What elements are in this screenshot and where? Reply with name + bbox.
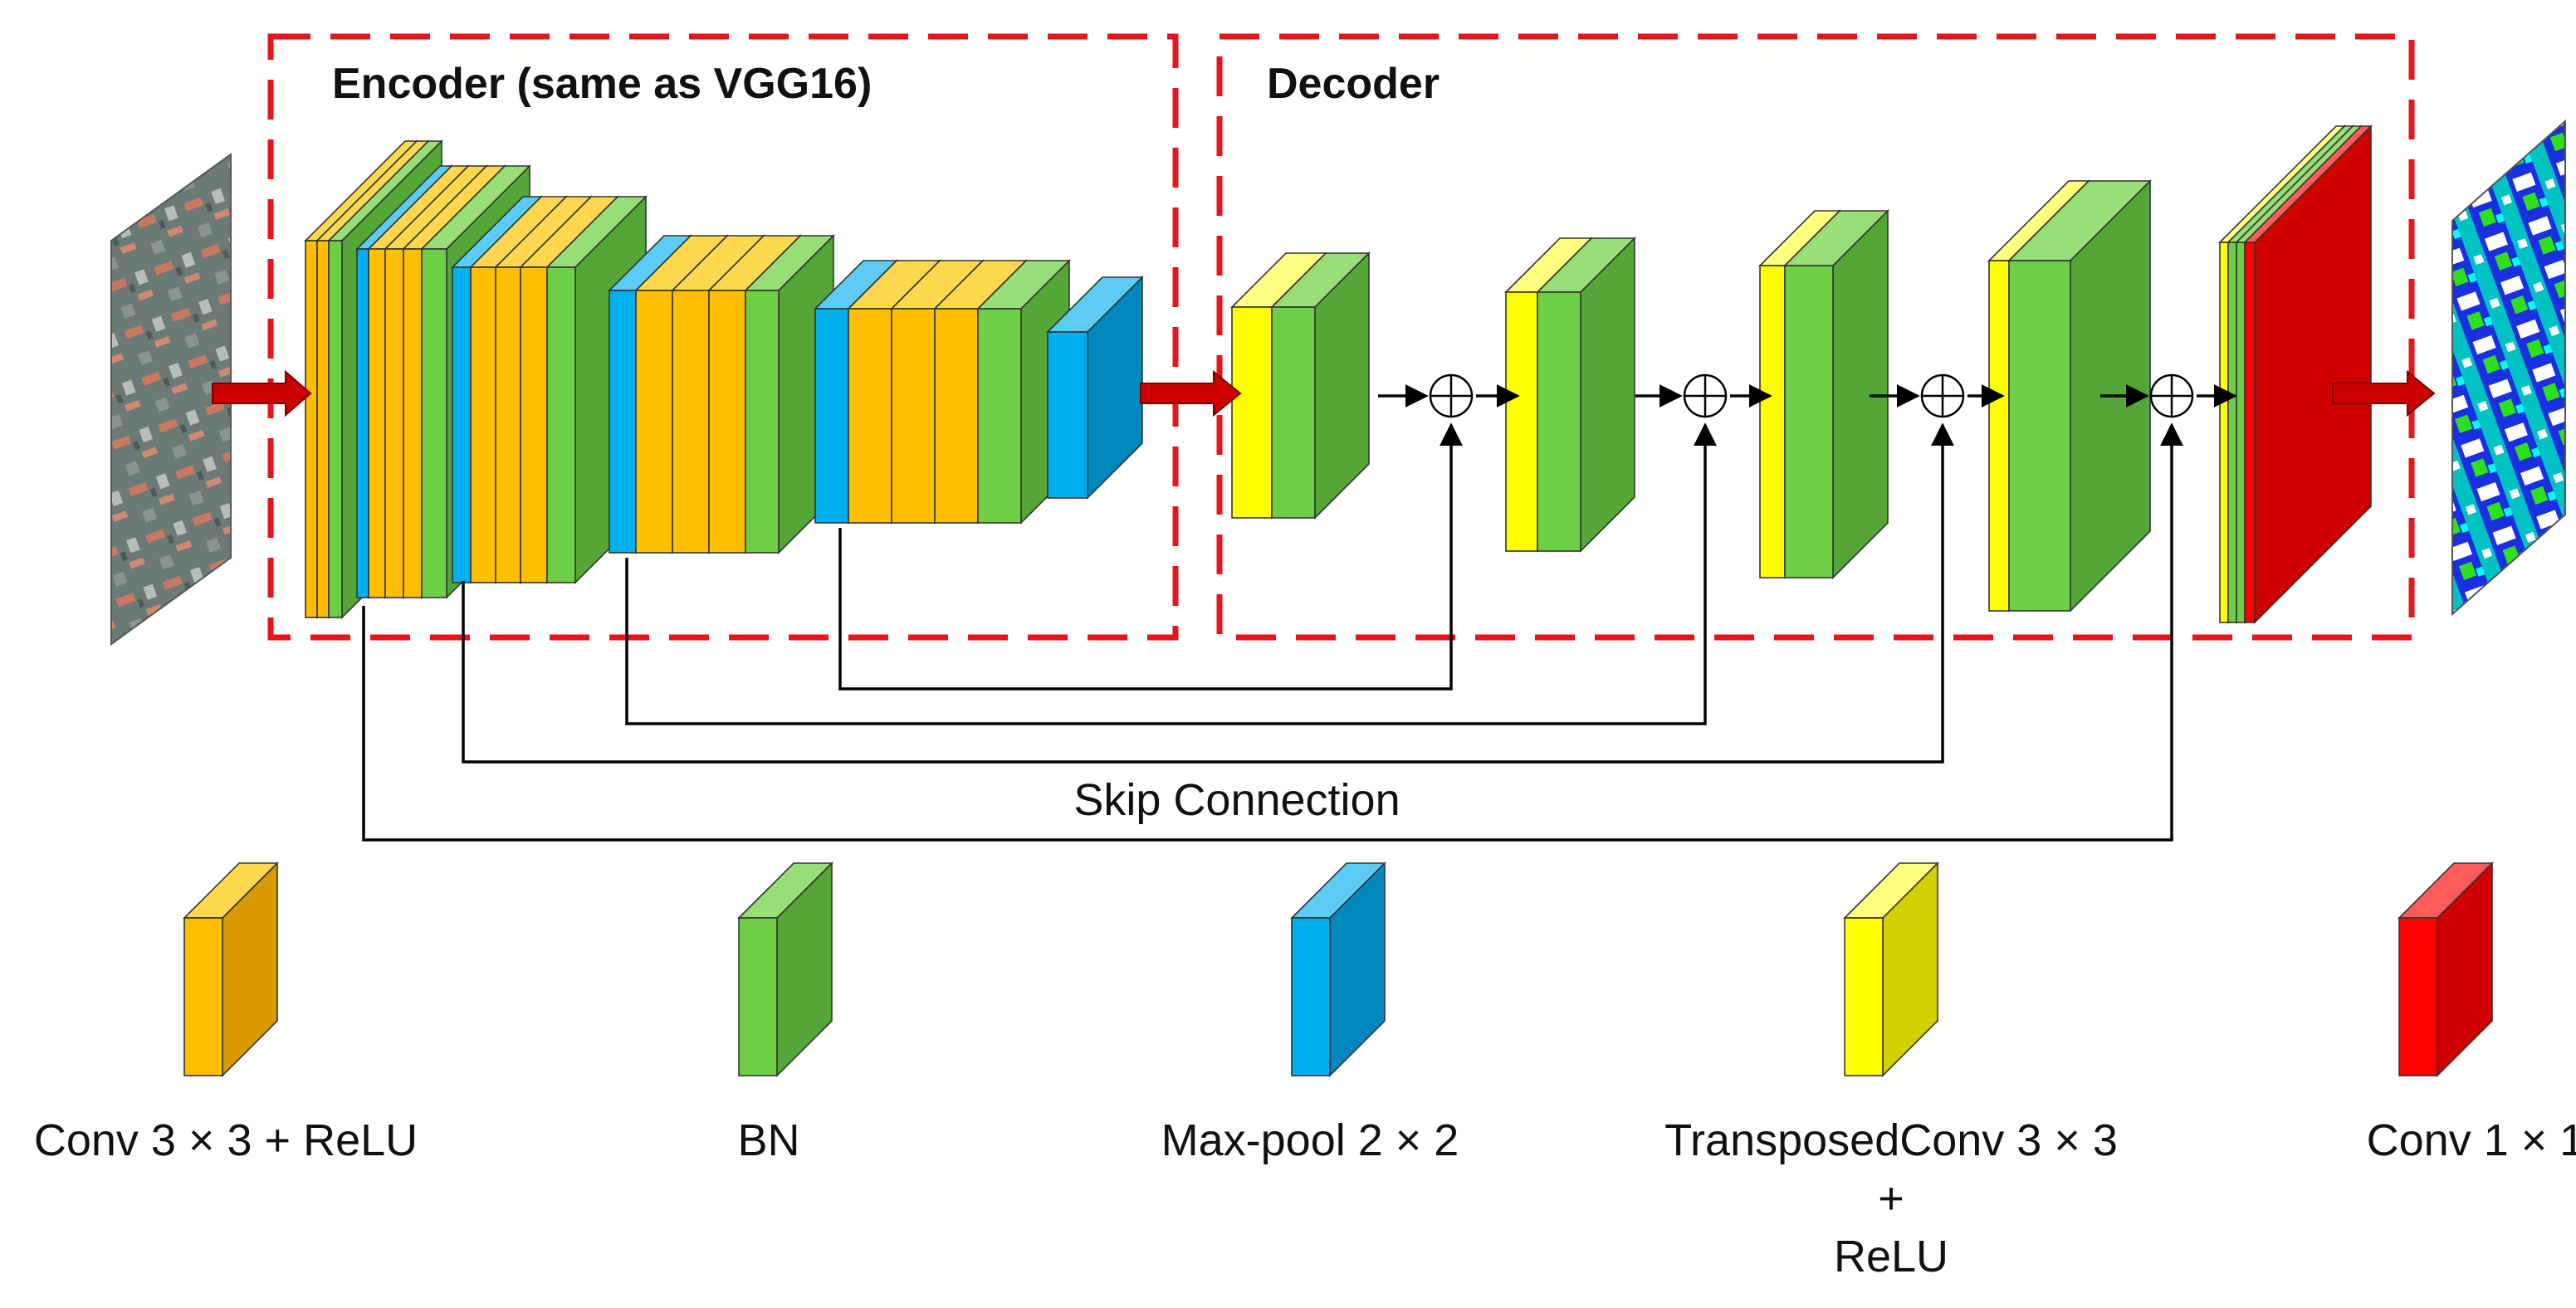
input-arrow bbox=[212, 369, 312, 417]
legend-item-bn: BN bbox=[737, 861, 833, 1165]
layer-blocks bbox=[304, 124, 2373, 624]
sum-nodes bbox=[1429, 373, 2194, 418]
segmentation-map-icon bbox=[2451, 119, 2566, 617]
legend-item-pool: Max-pool 2 × 2 bbox=[1161, 861, 1459, 1165]
flow-arrows bbox=[212, 369, 2436, 417]
skip-line-3 bbox=[462, 422, 1954, 764]
skip-connection-label: Skip Connection bbox=[1073, 775, 1400, 825]
conv-legend-swatch bbox=[183, 861, 279, 1077]
sum-node-icon bbox=[1683, 373, 1728, 418]
tconv-legend-swatch bbox=[1843, 861, 1939, 1077]
skip-line-4 bbox=[362, 422, 2183, 842]
satellite-image-icon bbox=[110, 153, 232, 646]
encoder-decoder-arrow bbox=[1140, 369, 1242, 417]
encoder-title: Encoder (same as VGG16) bbox=[332, 60, 872, 108]
pool-legend-swatch bbox=[1290, 861, 1386, 1077]
bn-layer-block bbox=[1270, 251, 1371, 520]
pool-layer-block bbox=[1046, 276, 1144, 500]
legend-label-conv1: Conv 1 × 1 bbox=[2367, 1115, 2576, 1165]
output-arrow bbox=[2332, 369, 2436, 417]
legend-label-pool: Max-pool 2 × 2 bbox=[1161, 1115, 1459, 1165]
bn-layer-block bbox=[1783, 209, 1889, 579]
skip-line-1 bbox=[838, 422, 1463, 691]
sum-node-icon bbox=[1429, 373, 1474, 418]
legend-label-tconv: TransposedConv 3 × 3 bbox=[1664, 1115, 2118, 1165]
conv1-legend-swatch bbox=[2398, 861, 2494, 1077]
bn-layer-block bbox=[1536, 237, 1636, 553]
legend-item-conv: Conv 3 × 3 + ReLU bbox=[34, 861, 418, 1165]
encoder-box bbox=[267, 33, 1179, 641]
conv1-layer-block bbox=[2243, 124, 2373, 624]
skip-connections bbox=[362, 422, 2183, 842]
sum-node-icon bbox=[2149, 373, 2194, 418]
bn-legend-swatch bbox=[737, 861, 833, 1077]
legend-label-tconv: ReLU bbox=[1834, 1232, 1948, 1281]
legend-label-conv: Conv 3 × 3 + ReLU bbox=[34, 1115, 418, 1165]
skip-line-2 bbox=[625, 422, 1717, 725]
legend-label-tconv: + bbox=[1878, 1174, 1904, 1223]
legend-item-conv1: Conv 1 × 1 bbox=[2367, 861, 2576, 1165]
legend-item-tconv: TransposedConv 3 × 3 + ReLU bbox=[1664, 861, 2118, 1281]
legend: Conv 3 × 3 + ReLU BN Max-pool 2 × 2 Transpo… bbox=[34, 861, 2576, 1281]
decoder-title: Decoder bbox=[1267, 60, 1440, 108]
legend-label-bn: BN bbox=[737, 1115, 799, 1165]
sum-node-icon bbox=[1920, 373, 1965, 418]
